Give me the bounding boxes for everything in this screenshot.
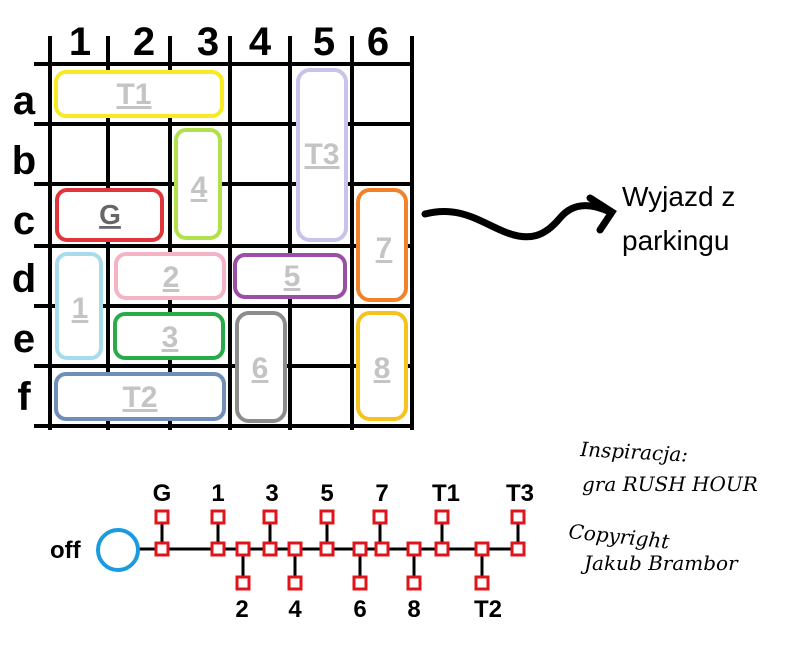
control-label-t1: T1 [432, 480, 460, 507]
vehicle-body [114, 252, 226, 300]
button-8-forward[interactable] [406, 575, 422, 591]
vehicle-7[interactable]: 7 [356, 188, 408, 302]
vehicle-body [235, 311, 287, 423]
vehicle-3[interactable]: 3 [113, 312, 225, 360]
credit-game-name: gra RUSH HOUR [582, 472, 758, 496]
button-t1-back[interactable] [434, 541, 450, 557]
control-label-t3: T3 [506, 480, 534, 507]
button-7-back[interactable] [374, 541, 390, 557]
button-5-forward[interactable] [319, 509, 335, 525]
row-label: f [17, 375, 31, 419]
row-label: b [12, 139, 36, 183]
vehicle-1[interactable]: 1 [55, 252, 103, 360]
vehicle-body [296, 68, 348, 242]
button-7-forward[interactable] [372, 509, 388, 525]
column-label: 6 [367, 20, 389, 64]
row-label: e [13, 317, 35, 361]
vehicle-body [356, 188, 408, 302]
vehicle-label: 8 [374, 352, 391, 385]
control-label-4: 4 [288, 596, 302, 623]
exit-arrow-icon [421, 194, 617, 241]
vehicle-t2[interactable]: T2 [54, 372, 226, 421]
button-t3-forward[interactable] [510, 509, 526, 525]
button-4-forward[interactable] [287, 575, 303, 591]
control-panel: off G 1 3 5 7 T1 T3 2 4 6 8 T2 [50, 480, 534, 623]
control-label-t2: T2 [474, 596, 502, 623]
exit-label-line1: Wyjazd z [622, 181, 735, 212]
row-label: d [12, 257, 36, 301]
column-label: 5 [313, 20, 335, 64]
vehicle-label: 6 [252, 352, 269, 385]
column-label: 4 [249, 20, 272, 64]
vehicle-label: 4 [191, 171, 208, 204]
vehicle-label: 1 [72, 292, 89, 325]
button-2-back[interactable] [235, 541, 251, 557]
vehicle-body [356, 311, 408, 421]
vehicle-4[interactable]: 4 [174, 128, 222, 240]
vehicle-g[interactable]: G [55, 188, 164, 242]
vehicle-label: T3 [304, 138, 339, 171]
vehicle-t1[interactable]: T1 [54, 70, 224, 118]
vehicle-label: 7 [376, 232, 393, 265]
row-label: c [13, 199, 35, 243]
button-g-forward[interactable] [154, 509, 170, 525]
button-6-back[interactable] [352, 541, 368, 557]
vehicle-label: G [99, 199, 121, 230]
vehicle-5[interactable]: 5 [233, 253, 347, 299]
column-label: 2 [133, 20, 155, 64]
control-label-2: 2 [235, 596, 248, 623]
off-label: off [50, 537, 82, 564]
vehicle-body [54, 372, 226, 421]
button-1-back[interactable] [210, 541, 226, 557]
off-switch[interactable] [96, 528, 140, 572]
vehicle-label: 2 [163, 261, 180, 294]
control-label-1: 1 [211, 480, 224, 507]
vehicle-body [54, 70, 224, 118]
button-t2-back[interactable] [474, 541, 490, 557]
vehicle-t3[interactable]: T3 [296, 68, 348, 242]
button-6-forward[interactable] [352, 575, 368, 591]
vehicle-label: T2 [122, 381, 157, 414]
vehicle-8[interactable]: 8 [356, 311, 408, 421]
control-label-6: 6 [353, 596, 366, 623]
button-3-forward[interactable] [262, 509, 278, 525]
control-label-7: 7 [375, 480, 388, 507]
vehicle-body [55, 252, 103, 360]
vehicle-body [233, 253, 347, 299]
vehicle-label: 5 [284, 260, 301, 293]
control-label-5: 5 [320, 480, 333, 507]
credit-inspiration: Inspiracja: [579, 437, 689, 467]
vehicle-label: 3 [162, 321, 179, 354]
control-label-3: 3 [265, 480, 278, 507]
button-t1-forward[interactable] [434, 509, 450, 525]
button-1-forward[interactable] [210, 509, 226, 525]
column-label: 1 [69, 20, 91, 64]
control-label-8: 8 [407, 596, 420, 623]
credit-author: Jakub Brambor [580, 551, 739, 575]
credit-copyright: Copyright [567, 519, 671, 554]
control-label-g: G [153, 480, 172, 507]
button-5-back[interactable] [319, 541, 335, 557]
button-4-back[interactable] [287, 541, 303, 557]
vehicle-body [174, 128, 222, 240]
vehicle-body [113, 312, 225, 360]
button-t3-back[interactable] [510, 541, 526, 557]
button-2-forward[interactable] [235, 575, 251, 591]
button-g-back[interactable] [154, 541, 170, 557]
vehicle-6[interactable]: 6 [235, 311, 287, 423]
vehicle-label: T1 [116, 78, 151, 111]
button-t2-forward[interactable] [474, 575, 490, 591]
vehicle-2[interactable]: 2 [114, 252, 226, 300]
column-label: 3 [197, 20, 219, 64]
row-label: a [13, 79, 36, 123]
button-8-back[interactable] [406, 541, 422, 557]
exit-label-line2: parkingu [622, 225, 729, 256]
vehicle-body [55, 188, 164, 242]
button-3-back[interactable] [262, 541, 278, 557]
